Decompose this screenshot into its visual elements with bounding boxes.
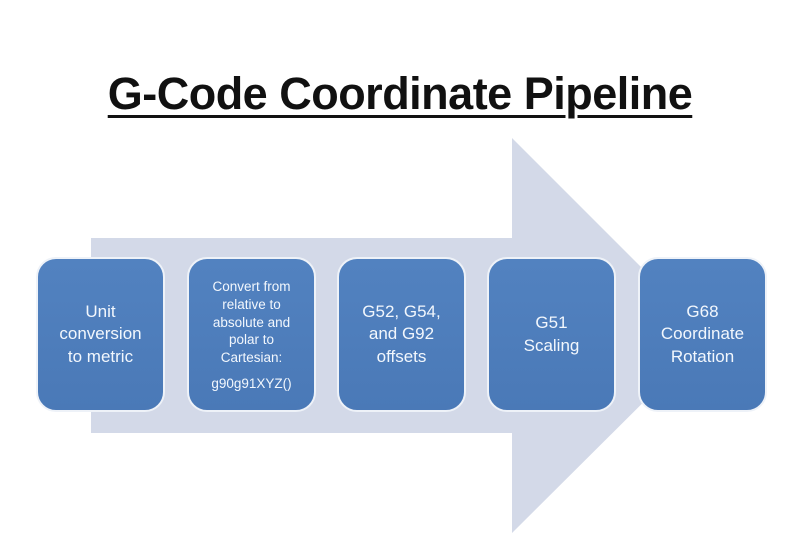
step-code-label: g90g91XYZ()	[211, 376, 292, 392]
step-label: Unit conversion to metric	[59, 302, 142, 366]
step-label: G52, G54, and G92 offsets	[362, 302, 441, 366]
pipeline-step-unit-conversion: Unit conversion to metric	[36, 257, 165, 412]
pipeline-step-scaling: G51 Scaling	[487, 257, 616, 412]
step-label: G68 Coordinate Rotation	[660, 302, 745, 366]
pipeline-step-convert-coordinates: Convert from relative to absolute and po…	[187, 257, 316, 412]
step-label: Convert from relative to absolute and po…	[212, 278, 291, 366]
pipeline-step-offsets: G52, G54, and G92 offsets	[337, 257, 466, 412]
pipeline-step-rotation: G68 Coordinate Rotation	[638, 257, 767, 412]
diagram-title: G-Code Coordinate Pipeline	[107, 68, 693, 120]
step-label: G51 Scaling	[523, 313, 580, 355]
